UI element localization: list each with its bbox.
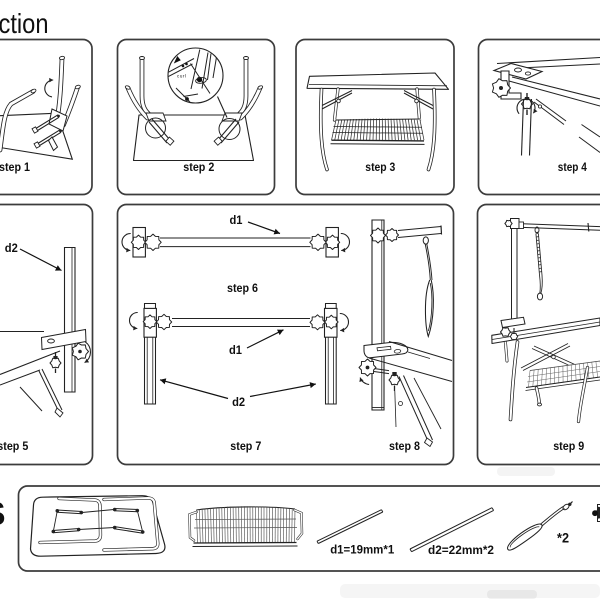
svg-text:step 2: step 2 — [183, 160, 214, 174]
svg-text:step 1: step 1 — [0, 160, 30, 174]
svg-text:step 7: step 7 — [230, 439, 261, 453]
svg-text:d2: d2 — [5, 241, 18, 255]
svg-text:step 3: step 3 — [365, 160, 395, 174]
svg-text:curl: curl — [177, 74, 186, 79]
svg-text:ction: ction — [0, 8, 49, 39]
svg-text:step 4: step 4 — [558, 160, 587, 174]
svg-text:step 6: step 6 — [227, 281, 258, 295]
svg-text:d2=22mm*2: d2=22mm*2 — [428, 543, 494, 557]
svg-text:S: S — [0, 495, 6, 532]
svg-text:step 9: step 9 — [553, 439, 584, 453]
svg-text:d1: d1 — [229, 343, 242, 357]
svg-text:d2: d2 — [232, 395, 245, 409]
svg-text:d1=19mm*1: d1=19mm*1 — [330, 543, 394, 557]
svg-text:d1: d1 — [230, 213, 243, 227]
svg-text:step 8: step 8 — [389, 439, 420, 453]
svg-text:step 5: step 5 — [0, 439, 29, 453]
svg-text:*2: *2 — [557, 530, 569, 546]
